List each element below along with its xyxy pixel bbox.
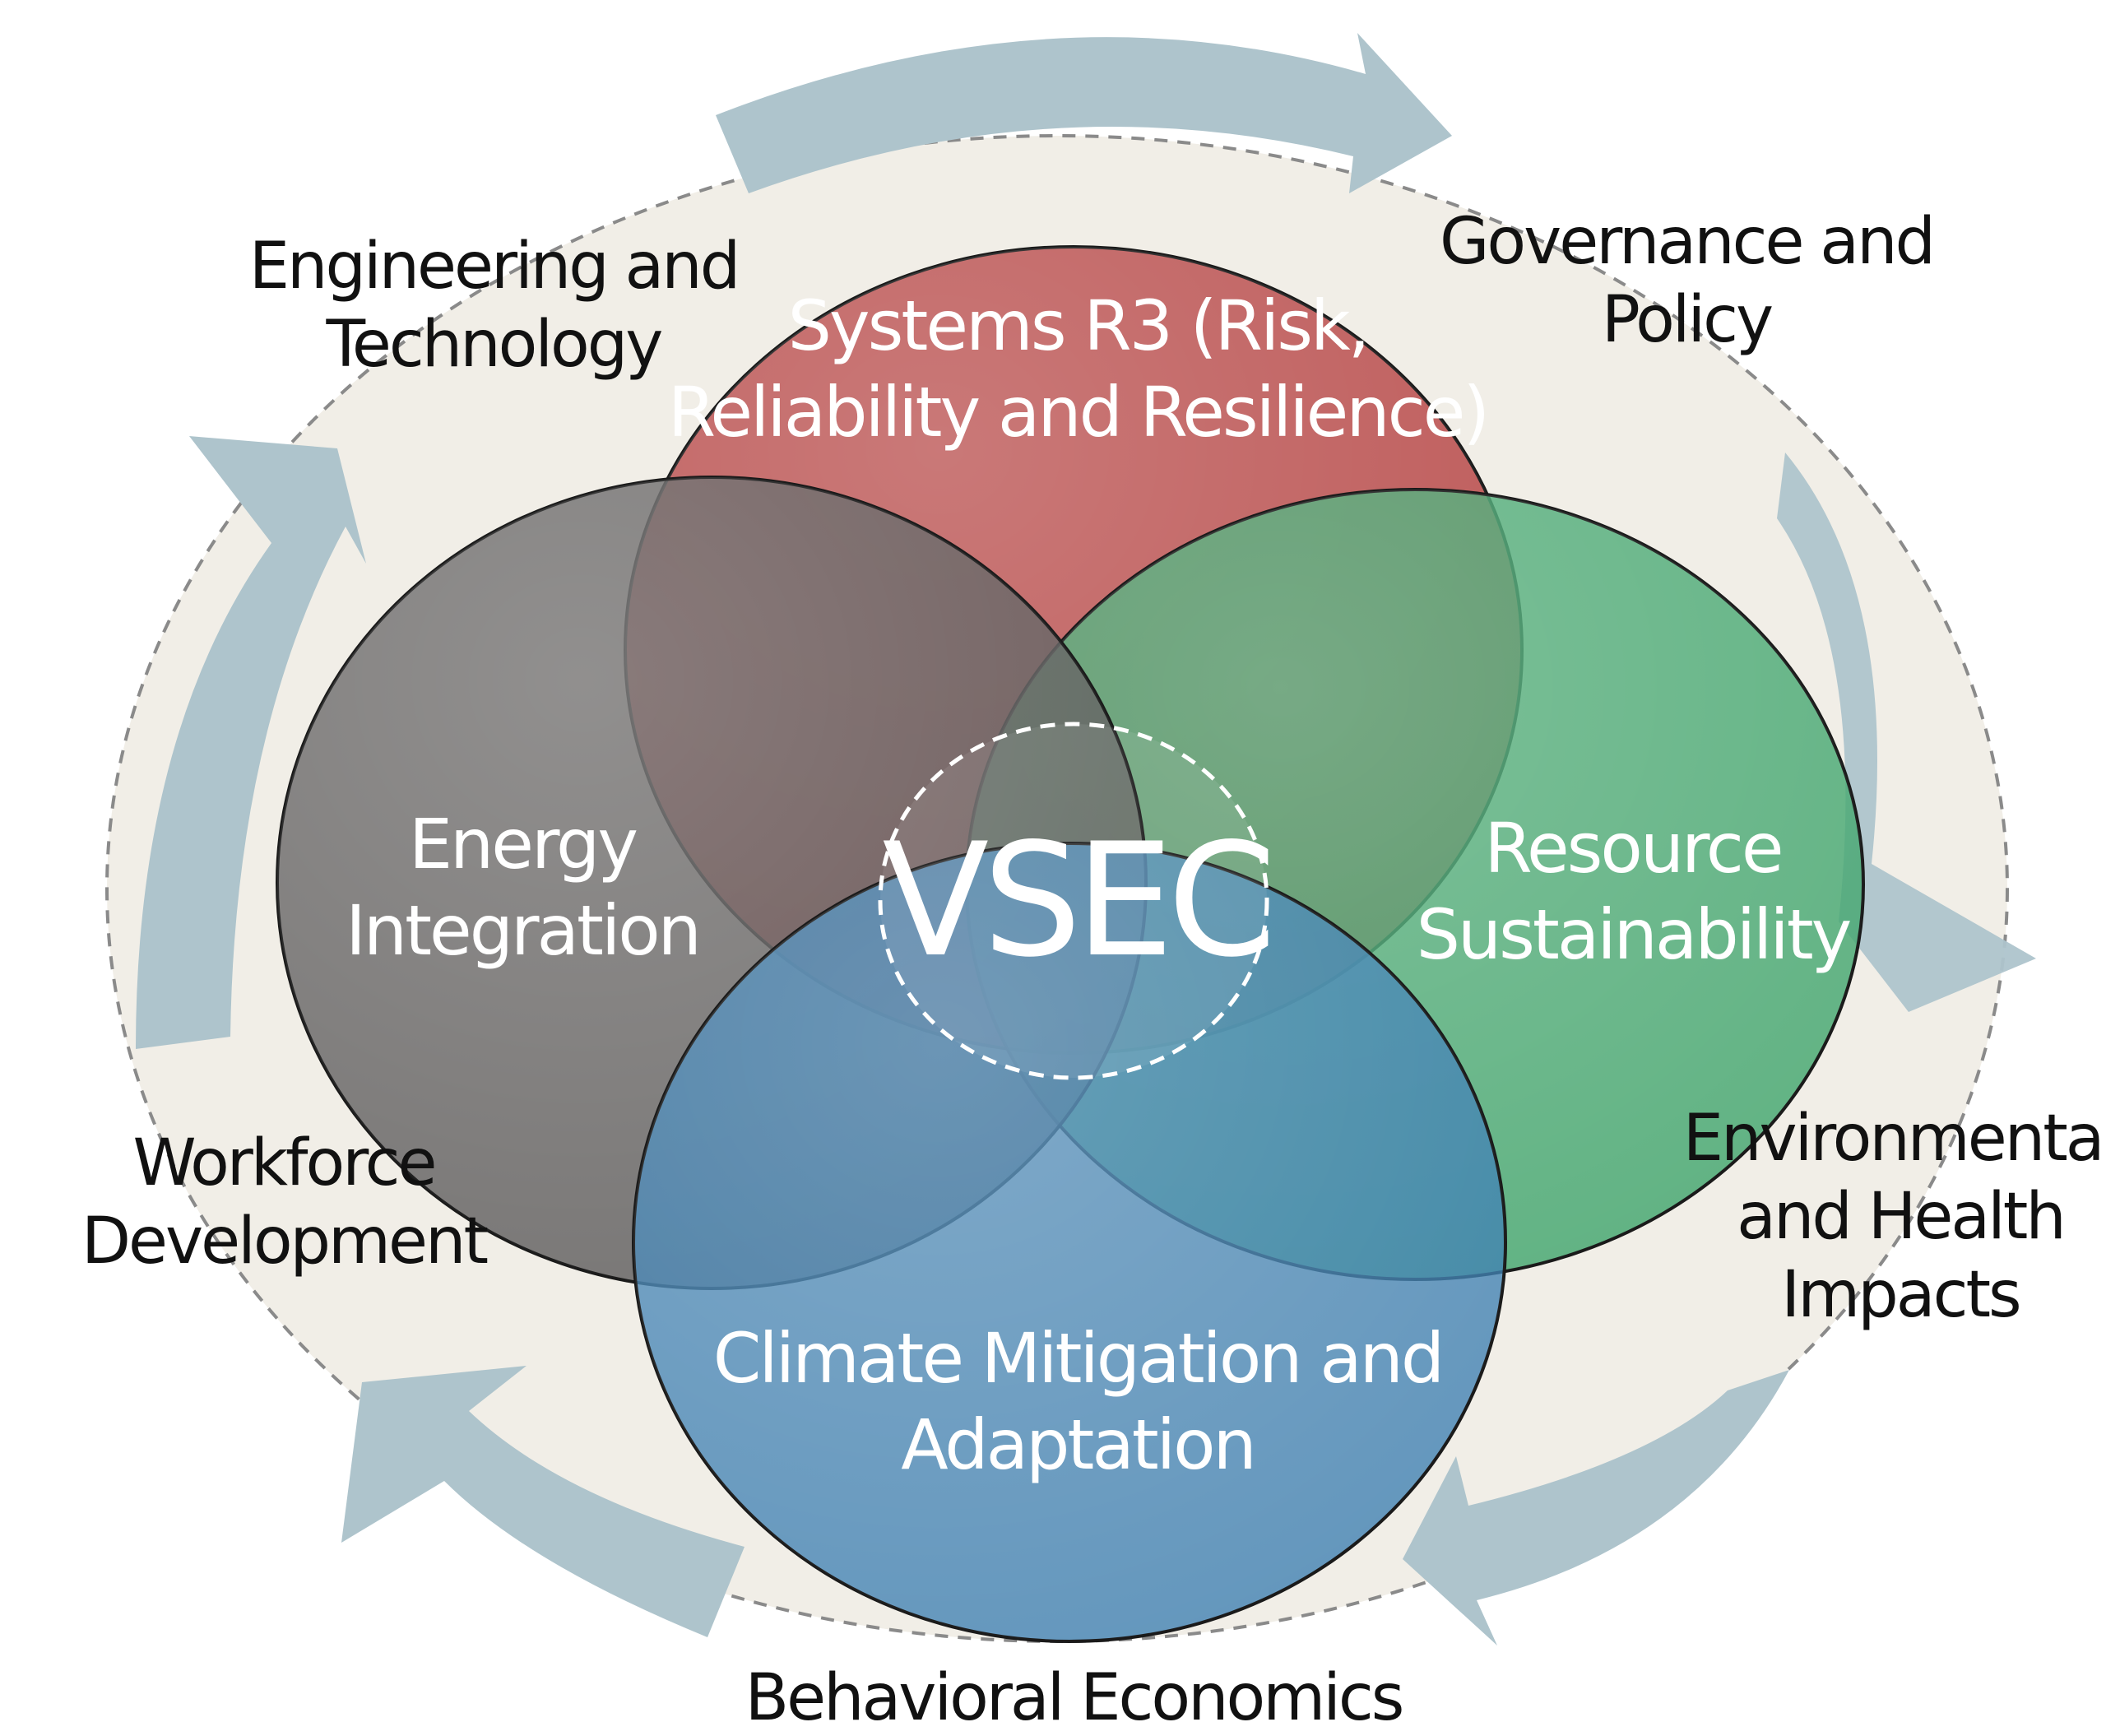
climate-label-line-2: Adaptation xyxy=(901,1404,1254,1485)
arrow-right xyxy=(1777,453,2036,1012)
arrow-bottom-right xyxy=(1403,1370,1789,1645)
resource-label-line-1: Resource xyxy=(1484,808,1781,889)
governance-label-line-1: Governance and xyxy=(1440,205,1933,279)
behavioral-label: Behavioral Economics xyxy=(745,1661,1403,1735)
climate-label-line-1: Climate Mitigation and xyxy=(713,1318,1442,1399)
circle-climate-mitigation xyxy=(632,842,1507,1643)
arrow-left xyxy=(136,436,366,1049)
center-label: VSEC xyxy=(882,810,1269,991)
arrow-bottom-left xyxy=(341,1366,745,1637)
systems-label-line-1: Systems R3 (Risk, xyxy=(788,285,1368,366)
systems-label-line-2: Reliability and Resilience) xyxy=(668,372,1487,453)
governance-label-line-2: Policy xyxy=(1602,283,1772,357)
energy-label-line-2: Integration xyxy=(346,890,699,971)
vsec-dashed-circle xyxy=(878,722,1269,1080)
workforce-label-line-2: Development xyxy=(81,1205,488,1279)
energy-label-line-1: Energy xyxy=(409,804,637,884)
environmental-label-line-3: Impacts xyxy=(1781,1258,2019,1332)
environmental-label-line-2: and Health xyxy=(1737,1180,2064,1254)
engineering-label-line-1: Engineering and xyxy=(249,230,739,304)
environmental-label-line-1: Environmental xyxy=(1683,1102,2106,1176)
workforce-label-line-1: Workforce xyxy=(133,1126,435,1200)
arrow-top xyxy=(716,33,1452,193)
engineering-label-line-2: Technology xyxy=(326,308,662,382)
resource-label-line-2: Sustainability xyxy=(1417,894,1851,975)
